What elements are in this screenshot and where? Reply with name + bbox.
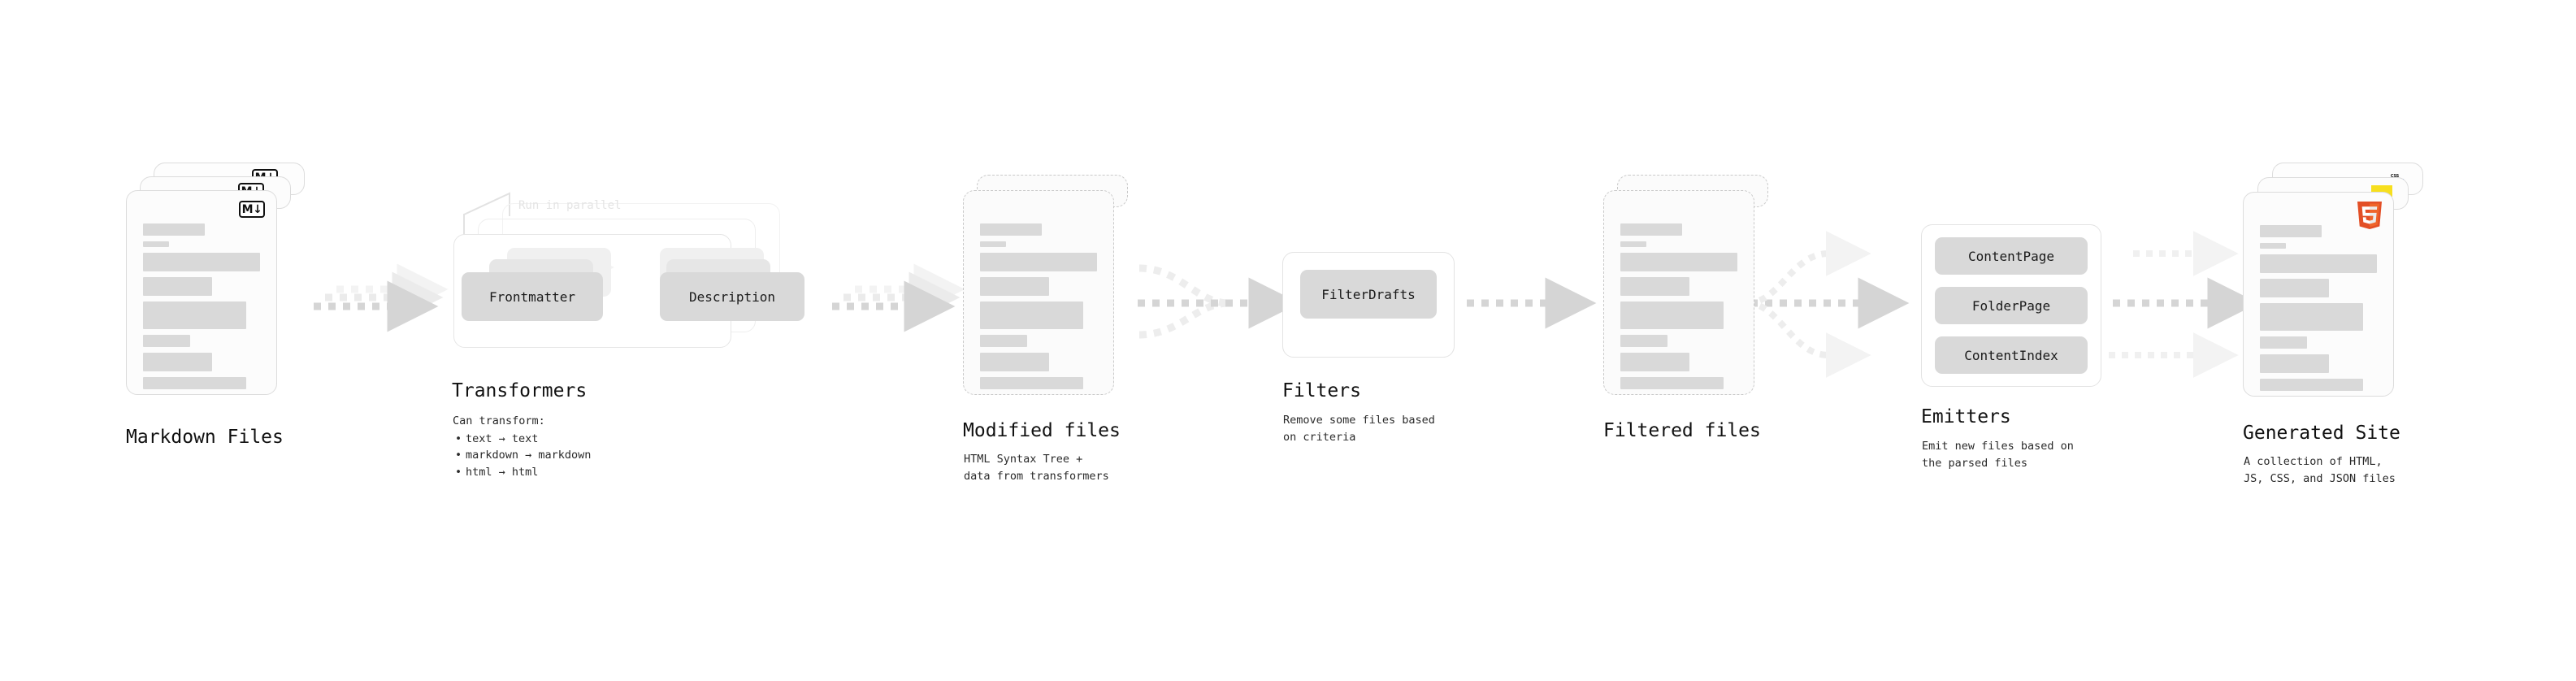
document-placeholder-lines — [143, 223, 260, 395]
stage-subtitle-modified-files: HTML Syntax Tree + data from transformer… — [964, 453, 1109, 483]
stage-title-emitters: Emitters — [1921, 406, 2011, 427]
transformers-capability-item: text → text — [455, 431, 591, 448]
stage-title-generated-site: Generated Site — [2243, 423, 2400, 444]
run-in-parallel-label: Run in parallel — [518, 199, 622, 212]
stage-markdown-files: M↓ M↓ M↓ — [126, 163, 305, 410]
document-placeholder-lines — [2260, 225, 2377, 397]
chip-folderpage[interactable]: FolderPage — [1935, 287, 2088, 324]
stage-filters: FilterDrafts — [1282, 252, 1461, 358]
stage-generated-site: CSS — [2243, 163, 2430, 414]
document-card-front — [963, 190, 1114, 395]
stage-title-filters: Filters — [1282, 380, 1361, 401]
chip-contentindex[interactable]: ContentIndex — [1935, 336, 2088, 374]
chip-filterdrafts[interactable]: FilterDrafts — [1300, 270, 1437, 319]
css-badge-label: CSS — [2390, 174, 2400, 179]
connector-emitters-to-site — [2109, 231, 2259, 378]
stage-title-markdown-files: Markdown Files — [126, 427, 284, 448]
stage-modified-files — [963, 175, 1142, 419]
transformers-capability-item: html → html — [455, 464, 591, 481]
document-card-front — [2243, 192, 2394, 397]
markdown-badge: M↓ — [239, 201, 265, 218]
stage-title-filtered-files: Filtered files — [1603, 420, 1761, 441]
html5-logo — [2356, 199, 2383, 232]
transformers-capability-list: Can transform: text → text markdown → ma… — [453, 413, 591, 480]
stage-filtered-files — [1603, 175, 1782, 419]
chip-contentpage[interactable]: ContentPage — [1935, 237, 2088, 275]
transformers-capability-lead: Can transform: — [453, 414, 545, 427]
stage-title-transformers: Transformers — [452, 380, 588, 401]
document-card-front — [1603, 190, 1754, 395]
document-card-front: M↓ — [126, 190, 277, 395]
stage-subtitle-emitters: Emit new files based on the parsed files — [1922, 440, 2074, 470]
stage-title-modified-files: Modified files — [963, 420, 1121, 441]
connector-modified-to-filters — [1138, 264, 1300, 339]
stage-subtitle-filters: Remove some files based on criteria — [1283, 414, 1435, 444]
document-placeholder-lines — [1620, 223, 1737, 395]
stage-emitters: ContentPage FolderPage ContentIndex — [1921, 224, 2108, 387]
chip-frontmatter[interactable]: Frontmatter — [462, 272, 603, 321]
chip-description[interactable]: Description — [660, 272, 804, 321]
transformers-capability-item: markdown → markdown — [455, 447, 591, 464]
stage-subtitle-generated-site: A collection of HTML, JS, CSS, and JSON … — [2244, 455, 2396, 485]
connector-md-to-transformers — [314, 263, 449, 332]
document-placeholder-lines — [980, 223, 1097, 395]
stage-transformers: Frontmatter Description — [439, 203, 845, 366]
